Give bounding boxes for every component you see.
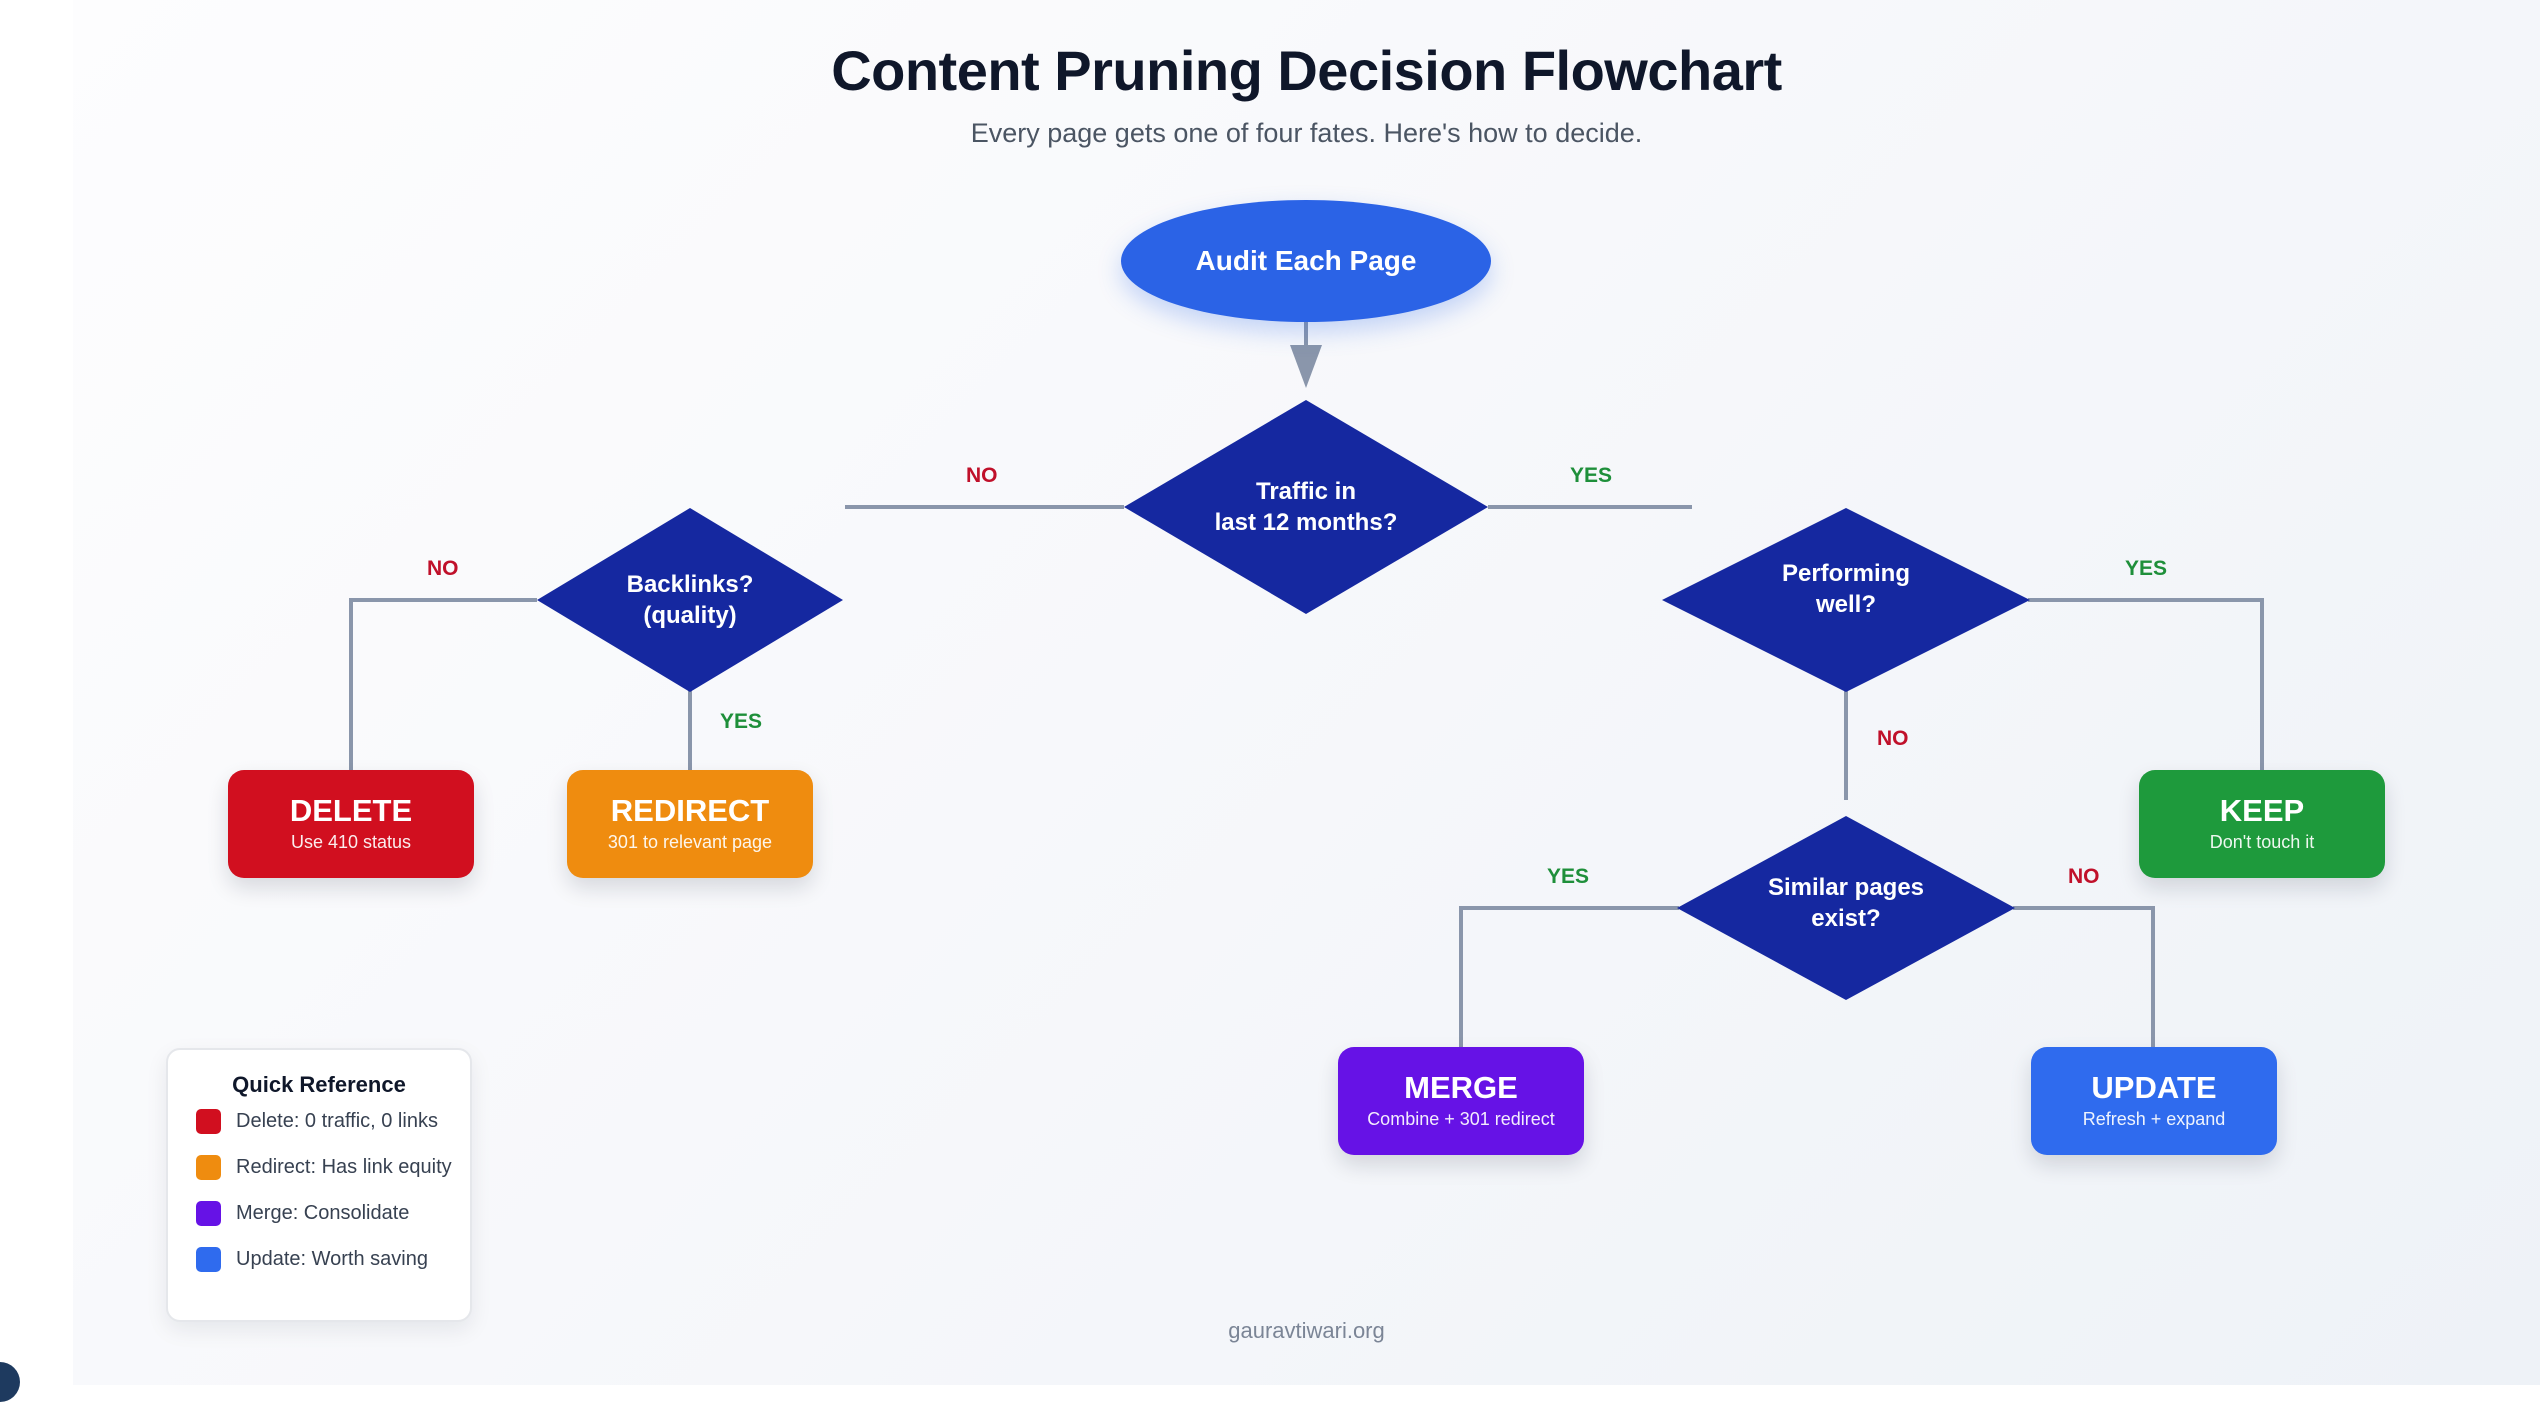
legend-item-delete: Delete: 0 traffic, 0 links bbox=[196, 1098, 470, 1144]
outcome-merge-subtitle: Combine + 301 redirect bbox=[1367, 1109, 1555, 1129]
label-similar-yes: YES bbox=[1547, 865, 1590, 888]
label-traffic-no: NO bbox=[966, 464, 998, 487]
outcome-redirect-title: REDIRECT bbox=[610, 793, 770, 828]
legend-item-redirect: Redirect: Has link equity bbox=[196, 1144, 470, 1190]
outcome-delete[interactable]: DELETE Use 410 status bbox=[228, 770, 474, 878]
decision-similar-line2: exist? bbox=[1811, 905, 1881, 932]
legend-swatch-icon bbox=[196, 1108, 221, 1134]
label-performing-no: NO bbox=[1877, 727, 1909, 750]
decision-traffic[interactable]: Traffic in last 12 months? bbox=[1124, 400, 1488, 614]
decision-similar-line1: Similar pages bbox=[1767, 874, 1925, 901]
decision-performing-line2: well? bbox=[1815, 591, 1876, 618]
label-backlinks-yes: YES bbox=[720, 710, 763, 733]
connector-similar-yes bbox=[1459, 906, 1679, 1047]
outcome-merge[interactable]: MERGE Combine + 301 redirect bbox=[1338, 1047, 1584, 1155]
legend-item-label: Redirect: Has link equity bbox=[236, 1155, 452, 1178]
start-label: Audit Each Page bbox=[1195, 245, 1417, 276]
decision-traffic-line2: last 12 months? bbox=[1214, 509, 1398, 536]
legend-item-label: Merge: Consolidate bbox=[236, 1201, 410, 1224]
decision-traffic-line1: Traffic in bbox=[1255, 478, 1357, 505]
outcome-delete-title: DELETE bbox=[289, 793, 413, 828]
connector-performing-yes bbox=[2028, 598, 2264, 770]
decision-backlinks-line1: Backlinks? bbox=[626, 571, 754, 598]
legend-item-merge: Merge: Consolidate bbox=[196, 1190, 470, 1236]
legend-swatch-icon bbox=[196, 1246, 221, 1272]
label-similar-no: NO bbox=[2068, 865, 2100, 888]
legend-swatch-icon bbox=[196, 1154, 221, 1180]
legend-item-label: Update: Worth saving bbox=[236, 1247, 428, 1270]
start-node-audit[interactable]: Audit Each Page bbox=[1121, 200, 1491, 322]
outcome-merge-title: MERGE bbox=[1404, 1070, 1518, 1105]
decision-backlinks[interactable]: Backlinks? (quality) bbox=[537, 508, 843, 692]
connector-similar-no bbox=[2013, 906, 2155, 1047]
footer-credit: gauravtiwari.org bbox=[1228, 1318, 1385, 1343]
quick-reference-legend: Quick Reference Delete: 0 traffic, 0 lin… bbox=[166, 1048, 472, 1322]
label-performing-yes: YES bbox=[2125, 557, 2168, 580]
outcome-delete-subtitle: Use 410 status bbox=[290, 832, 412, 852]
outcome-redirect-subtitle: 301 to relevant page bbox=[607, 832, 773, 852]
outcome-update-title: UPDATE bbox=[2091, 1070, 2217, 1105]
label-traffic-yes: YES bbox=[1570, 464, 1613, 487]
page-subtitle: Every page gets one of four fates. Here'… bbox=[970, 118, 1643, 148]
outcome-keep[interactable]: KEEP Don't touch it bbox=[2139, 770, 2385, 878]
legend-item-label: Delete: 0 traffic, 0 links bbox=[236, 1109, 438, 1132]
page-title: Content Pruning Decision Flowchart bbox=[831, 39, 1782, 102]
decision-similar[interactable]: Similar pages exist? bbox=[1677, 816, 2015, 1000]
legend-title: Quick Reference bbox=[232, 1072, 406, 1097]
outcome-keep-title: KEEP bbox=[2219, 793, 2305, 828]
outcome-redirect[interactable]: REDIRECT 301 to relevant page bbox=[567, 770, 813, 878]
decision-performing[interactable]: Performing well? bbox=[1662, 508, 2030, 692]
connector-backlinks-no bbox=[349, 598, 537, 770]
arrow-head-icon bbox=[1290, 345, 1322, 388]
label-backlinks-no: NO bbox=[427, 557, 459, 580]
legend-swatch-icon bbox=[196, 1200, 221, 1226]
legend-item-update: Update: Worth saving bbox=[196, 1236, 470, 1282]
outcome-update[interactable]: UPDATE Refresh + expand bbox=[2031, 1047, 2277, 1155]
decision-performing-line1: Performing bbox=[1781, 560, 1910, 587]
outcome-update-subtitle: Refresh + expand bbox=[2082, 1109, 2226, 1129]
outcome-keep-subtitle: Don't touch it bbox=[2209, 832, 2315, 852]
decision-backlinks-line2: (quality) bbox=[643, 602, 737, 629]
